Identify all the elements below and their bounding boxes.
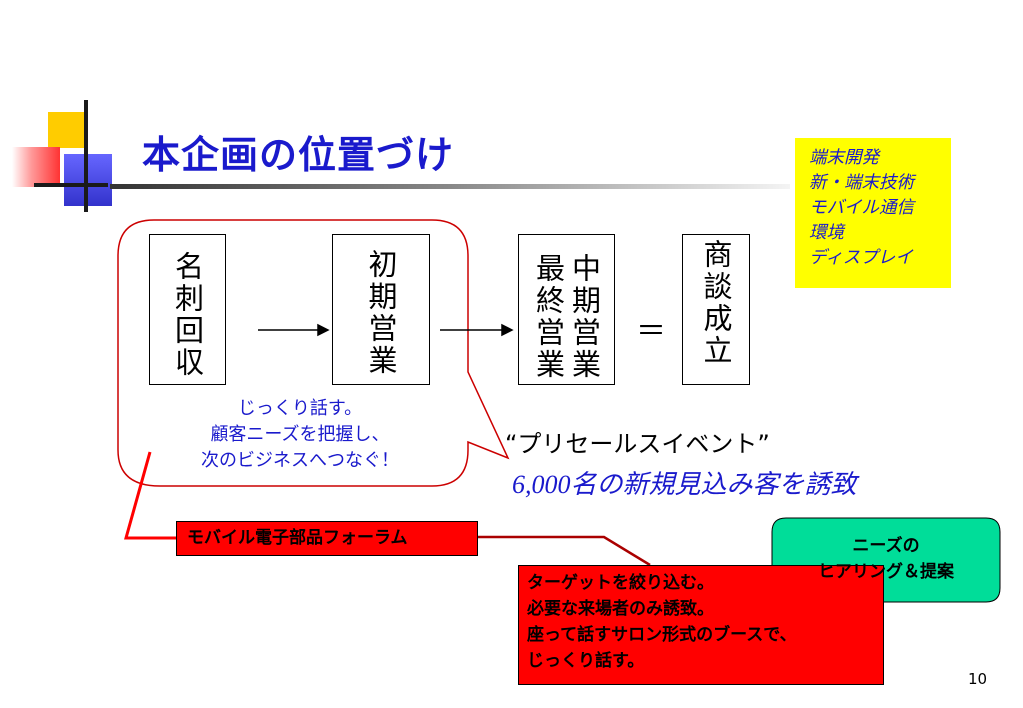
needs-callout-text: ニーズの ヒアリング＆提案 (772, 533, 1000, 585)
yellow-note-line: 端末開発 (809, 148, 879, 168)
target-line: 座って話すサロン形式のブースで、 (527, 625, 797, 645)
flow-arrow (440, 323, 514, 337)
title-underline (110, 184, 790, 189)
equals-sign: ＝ (636, 314, 666, 349)
needs-line: ニーズの (852, 536, 920, 556)
target-line: じっくり話す。 (527, 651, 645, 671)
stage-deal-closed: 商談成立 (682, 234, 750, 385)
stage-initial-sales: 初期営業 (332, 234, 430, 385)
stage-label-final: 最終営業 (531, 253, 566, 381)
logo-horizontal-line (34, 183, 108, 187)
bubble-line: じっくり話す。 (237, 398, 363, 419)
yellow-note-line: ディスプレイ (809, 248, 913, 268)
red-connector-right (478, 535, 651, 567)
stage-label-mid: 中期営業 (567, 253, 602, 381)
yellow-note-line: 環境 (809, 223, 844, 243)
logo-blue-square (64, 154, 112, 206)
target-line: ターゲットを絞り込む。 (527, 573, 714, 593)
speech-bubble-text: じっくり話す。 顧客ニーズを把握し、 次のビジネスへつなぐ！ (150, 396, 450, 474)
target-line: 必要な来場者のみ誘致。 (527, 599, 714, 619)
stage-label: 初期営業 (364, 249, 398, 377)
yellow-note-line: モバイル通信 (809, 198, 914, 218)
stage-final-mid-sales: 最終営業 中期営業 (518, 234, 615, 385)
flow-arrow (258, 323, 330, 337)
forum-label-box: モバイル電子部品フォーラム (176, 521, 478, 556)
logo-yellow-square (48, 112, 84, 148)
logo-vertical-line (84, 100, 88, 212)
invite-statement: 6,000名の新規見込み客を誘致 (512, 464, 857, 501)
target-description-box: ターゲットを絞り込む。 必要な来場者のみ誘致。 座って話すサロン形式のブースで、… (518, 565, 884, 685)
bubble-line: 顧客ニーズを把握し、 (210, 424, 390, 445)
presale-event-label: “プリセールスイベント” (505, 430, 770, 458)
yellow-note-box: 端末開発 新・端末技術 モバイル通信 環境 ディスプレイ (795, 138, 951, 288)
stage-label: 商談成立 (699, 239, 733, 367)
stage-card-collection: 名刺回収 (149, 234, 226, 385)
bubble-line: 次のビジネスへつなぐ！ (201, 450, 399, 471)
invite-number: 6,000 (512, 470, 571, 499)
yellow-note-line: 新・端末技術 (809, 173, 914, 193)
red-connector-left (124, 451, 176, 540)
slide-title: 本企画の位置づけ (142, 133, 455, 177)
page-number: 10 (968, 670, 988, 688)
logo-red-square (12, 147, 60, 187)
stage-label: 名刺回収 (170, 251, 205, 379)
needs-line: ヒアリング＆提案 (818, 562, 954, 582)
invite-text: 名の新規見込み客を誘致 (570, 470, 857, 500)
